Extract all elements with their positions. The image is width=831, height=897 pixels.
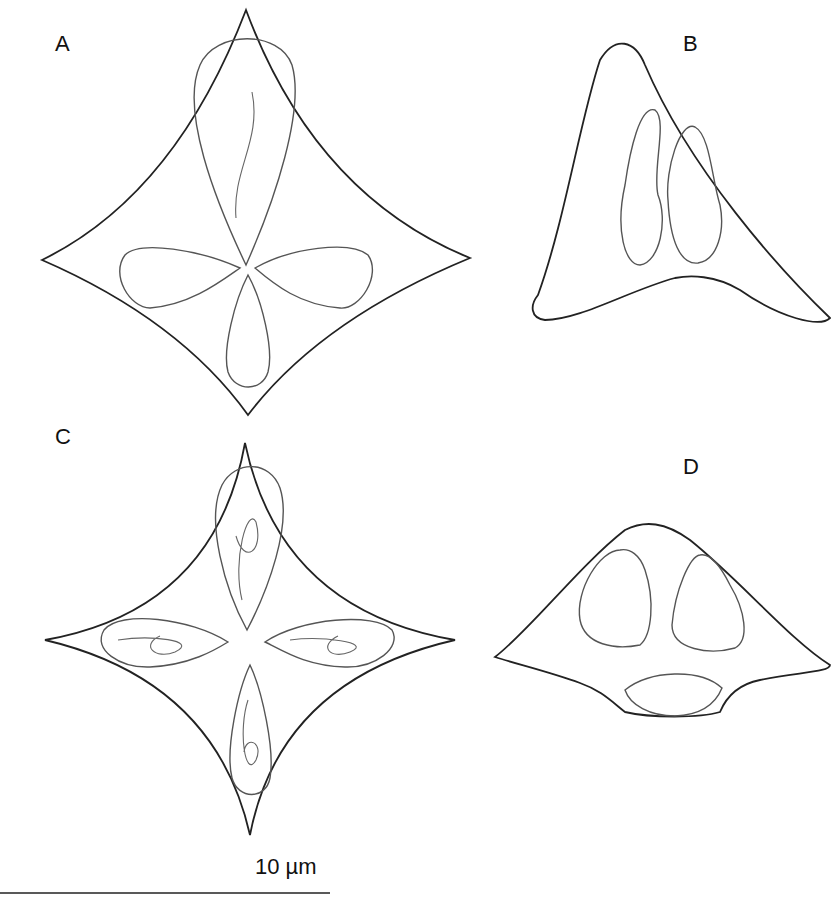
tetrad-a <box>42 10 470 415</box>
panel-letter: D <box>683 455 699 479</box>
scale-bar <box>0 892 330 894</box>
tetrad-b <box>533 44 830 322</box>
tetrad-c <box>45 443 455 835</box>
scale-label: 10 µm <box>255 855 317 879</box>
panel-letter: A <box>55 32 70 56</box>
panel-letter: B <box>683 32 698 56</box>
tetrad-d <box>495 524 830 716</box>
panel-letter: C <box>55 425 71 449</box>
